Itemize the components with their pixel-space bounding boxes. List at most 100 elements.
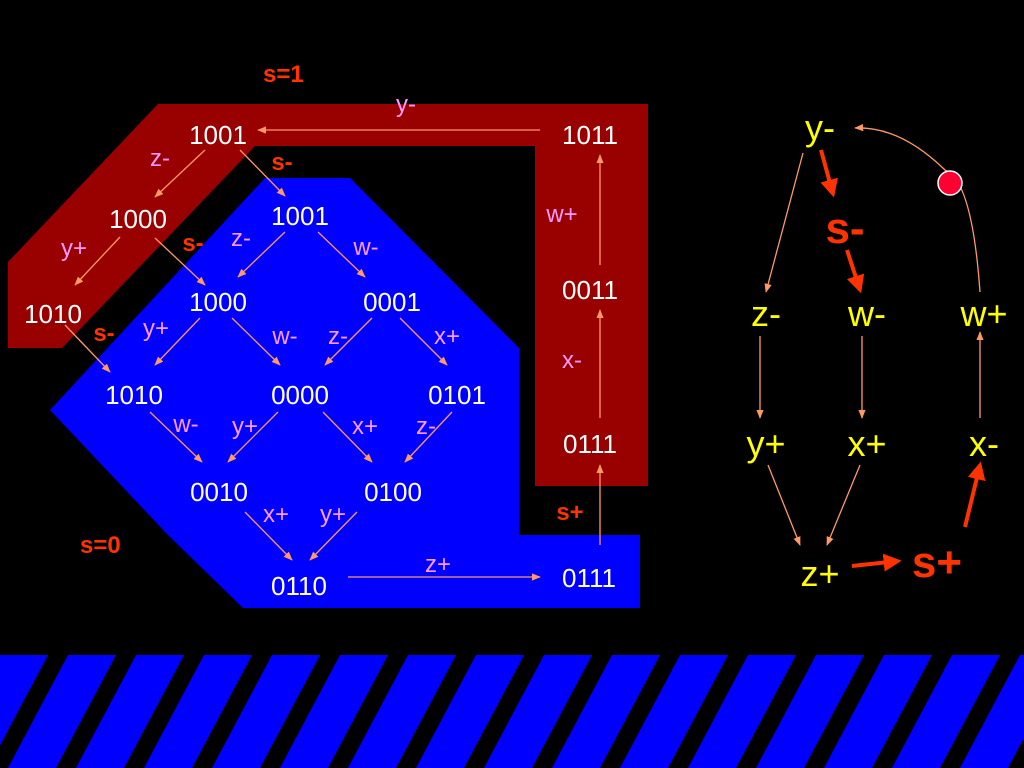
sg-edge-splus-xminus (963, 461, 986, 528)
edge-label-r1011-r1001: y- (396, 91, 416, 118)
stripe (0, 655, 48, 746)
edge-label-b0001-b0000: z- (328, 323, 348, 350)
edge-b0000-b0100 (322, 411, 373, 463)
edge-label-b0000-b0100: x+ (352, 413, 378, 440)
stripe (212, 655, 320, 768)
signal-graph-nodes: y- z- w- w+ y+ x+ x- z+ (746, 107, 1007, 594)
state-b0001: 0001 (363, 287, 421, 317)
edge-label-b1000-b0000: w- (271, 323, 297, 350)
edge-b0010-b0110 (244, 511, 293, 561)
sg-node-yplus: y+ (746, 423, 785, 464)
edge-b1001-b0001 (317, 231, 366, 278)
edge-r1000-r1010 (74, 236, 121, 286)
sg-node-sminus: s- (825, 204, 864, 253)
edge-b1000-b0000 (231, 317, 281, 366)
edge-b0101-b0100 (404, 411, 453, 463)
edge-label-r1001-r1000: z- (150, 145, 170, 172)
stripe (756, 655, 864, 768)
edge-b0100-b0110 (309, 511, 358, 561)
edge-label-r1010-b1010: s- (93, 320, 114, 347)
signal-graph-edges (756, 124, 984, 546)
state-r0111: 0111 (563, 429, 617, 459)
sg-node-wminus: w- (847, 293, 886, 334)
stripe (144, 655, 252, 768)
signal-graph-s-nodes: s- s+ (825, 204, 962, 587)
token-marker (937, 170, 963, 196)
stripe-band (0, 655, 1024, 768)
state-r1000: 1000 (109, 204, 167, 234)
edge-label-b0100-b0110: y+ (320, 501, 346, 528)
stripe (960, 655, 1024, 768)
edge-b1000-b1010 (154, 317, 201, 366)
stripe (280, 655, 388, 768)
sg-edge-yminus-zminus (764, 152, 804, 293)
state-b1010: 1010 (105, 380, 163, 410)
stripe (892, 655, 1000, 768)
stripe (484, 655, 592, 768)
region-s0-label: s=0 (80, 532, 121, 559)
stripe (688, 655, 796, 768)
sg-edge-yminus-sminus (819, 149, 838, 198)
state-b1000: 1000 (189, 287, 247, 317)
state-b1001: 1001 (271, 201, 329, 231)
sg-node-splus: s+ (912, 538, 962, 587)
state-labels: 1001 1000 1010 1011 0011 0111 1001 1000 … (24, 120, 618, 601)
region-s1-shape (8, 104, 648, 486)
edge-b1010-b0010 (149, 411, 203, 463)
stripe (552, 655, 660, 768)
signal-graph-s-arcs (819, 149, 986, 572)
stripe (824, 655, 932, 768)
edge-label-b0101-b0100: z- (416, 413, 436, 440)
state-r1001: 1001 (189, 120, 247, 150)
edge-b1001-b1000 (237, 231, 286, 278)
edge-label-b1010-b0010: w- (172, 411, 198, 438)
edge-r1001-r1000 (154, 149, 206, 198)
sg-edge-sminus-wminus (845, 249, 865, 294)
region-s1-label: s=1 (263, 61, 304, 88)
state-b0110: 0110 (271, 571, 327, 601)
edge-label-b1001-b1000: z- (231, 225, 251, 252)
edge-b0001-b0101 (399, 317, 448, 366)
sg-edge-xplus-zplus (826, 464, 861, 546)
state-b0101: 0101 (428, 380, 486, 410)
sg-node-zminus: z- (751, 293, 781, 334)
stripe (76, 655, 184, 768)
edge-labels: y- z- y+ w+ x- z- w- y+ w- z- x+ w- y+ x… (61, 91, 582, 578)
state-r1011: 1011 (562, 120, 618, 150)
edge-label-b1001-b0001: w- (352, 234, 378, 261)
edge-b0001-b0000 (324, 317, 373, 366)
edge-label-b0000-b0010: y+ (232, 413, 258, 440)
sg-node-xminus: x- (969, 423, 999, 464)
state-r0011: 0011 (562, 275, 618, 305)
edge-r1001-b1001 (239, 149, 286, 197)
edge-label-b1000-b1010: y+ (143, 315, 169, 342)
edge-label-b0001-b0101: x+ (434, 323, 460, 350)
state-graph-edges (64, 126, 604, 581)
sg-node-xplus: x+ (847, 423, 886, 464)
sg-node-wplus: w+ (959, 293, 1007, 334)
edge-r1010-b1010 (64, 324, 111, 373)
edge-label-r1000-b1000: s- (182, 230, 203, 257)
stripe (416, 655, 524, 768)
sg-edge-wplus-yminus (854, 124, 981, 293)
edge-label-b0111-r0111: s+ (556, 499, 583, 526)
edge-b0000-b0010 (227, 411, 279, 463)
edge-label-r1000-r1010: y+ (61, 235, 87, 262)
state-b0100: 0100 (364, 477, 422, 507)
edge-label-r1001-b1001: s- (271, 149, 292, 176)
edge-label-r0111-r0011: x- (562, 347, 582, 374)
state-b0010: 0010 (190, 477, 248, 507)
edge-label-r0011-r1011: w+ (545, 201, 577, 228)
edge-label-b0110-b0111: z+ (425, 551, 451, 578)
sg-edge-zplus-splus (851, 553, 902, 572)
s-transition-labels: s- s- s- s+ (93, 149, 583, 526)
state-b0000: 0000 (271, 380, 329, 410)
stripe (8, 655, 116, 768)
state-r1010: 1010 (24, 299, 82, 329)
stripe (348, 655, 456, 768)
sg-edge-yplus-zplus (767, 464, 801, 546)
state-b0111: 0111 (562, 563, 616, 593)
edge-r1000-b1000 (154, 237, 206, 286)
stripe (620, 655, 728, 768)
